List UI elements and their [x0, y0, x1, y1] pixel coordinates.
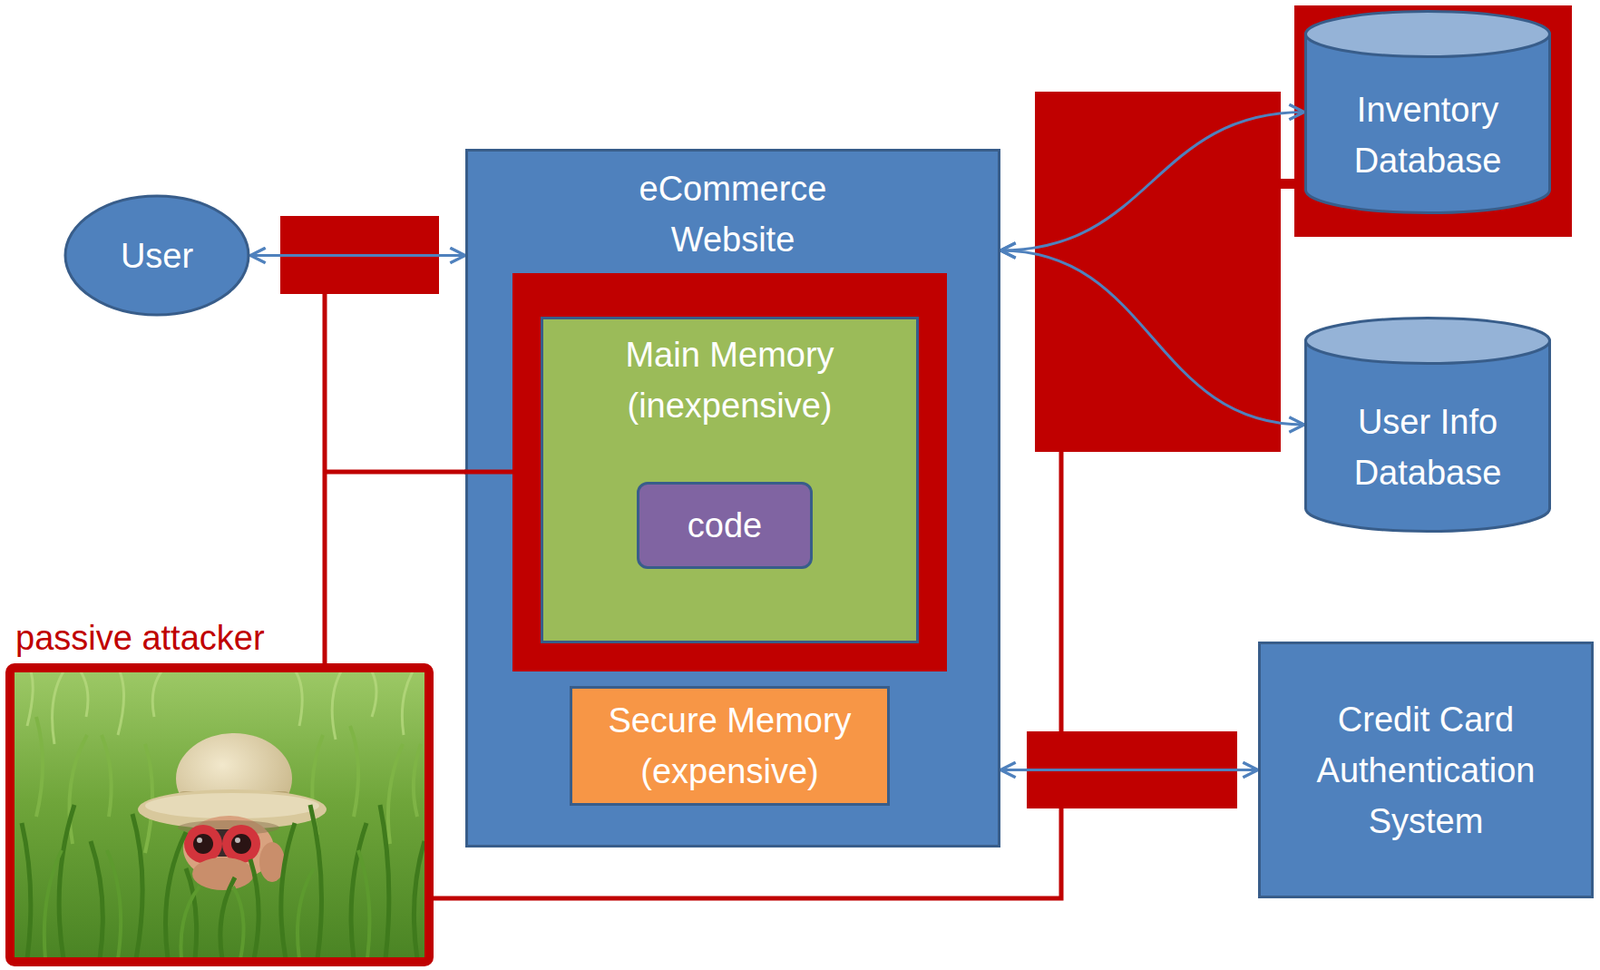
database-cylinder: Inventory Database: [1304, 9, 1552, 215]
text-block: passive attacker: [15, 617, 265, 658]
secure-memory-box: Secure Memory (expensive): [569, 685, 890, 806]
node-label: code: [647, 499, 802, 551]
attacker-frame: passive attacker: [5, 663, 434, 966]
code-box: code: [636, 481, 813, 569]
tap-box: [512, 273, 947, 672]
data-flow-arrow: [1000, 768, 1259, 771]
data-flow-arrow: [1000, 250, 1305, 425]
data-flow-arrow: [1000, 112, 1305, 252]
node-label: Secure Memory (expensive): [585, 694, 876, 797]
node-label: Inventory Database: [1318, 84, 1537, 186]
tap-box: [1294, 5, 1572, 237]
memory-box: Main Memory (inexpensive) code: [540, 316, 919, 644]
system-box: Credit Card Authentication System: [1258, 641, 1594, 898]
text-block: User: [70, 230, 244, 282]
user-ellipse: User: [63, 194, 251, 317]
node-label: eCommerce Website: [596, 163, 869, 265]
node-label: User Info Database: [1318, 396, 1537, 498]
tap-wire: [464, 469, 516, 475]
node-label: Main Memory (inexpensive): [566, 329, 894, 431]
tap-box: [1034, 91, 1281, 452]
node-label: User: [70, 230, 244, 282]
text-block: User Info Database: [1318, 396, 1537, 498]
cylinder-top: [1306, 11, 1551, 58]
cylinder-body: [1306, 341, 1551, 532]
text-block: code: [647, 499, 802, 551]
node-label: Credit Card Authentication System: [1276, 693, 1576, 847]
attacker-photo: [14, 672, 425, 959]
text-block: Credit Card Authentication System: [1276, 693, 1576, 847]
node-heading: passive attacker: [15, 617, 265, 658]
tap-wire: [322, 292, 469, 665]
data-flow-arrow: [250, 253, 466, 257]
tap-link: [1278, 178, 1297, 189]
text-block: eCommerce Website: [596, 163, 869, 265]
ellipse-body: [65, 195, 249, 315]
text-block: Main Memory (inexpensive): [566, 329, 894, 431]
website-box: eCommerce WebsiteMain Memory (inexpensiv…: [465, 148, 1001, 848]
cylinder-top: [1306, 318, 1551, 364]
text-block: Secure Memory (expensive): [585, 694, 876, 797]
cylinder-body: [1306, 34, 1551, 214]
text-block: Inventory Database: [1318, 84, 1537, 186]
database-cylinder: User Info Database: [1304, 316, 1552, 533]
